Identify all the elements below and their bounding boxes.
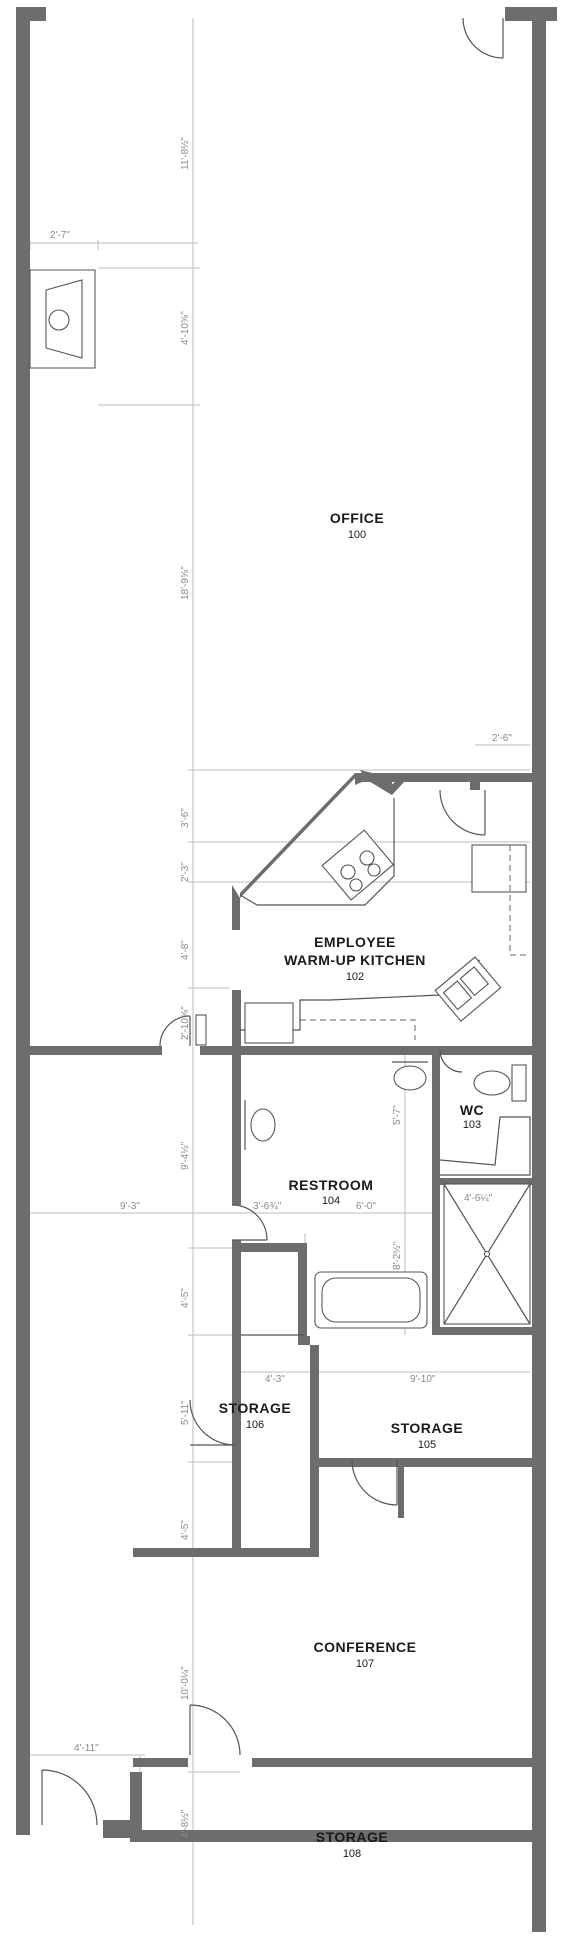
dim-3-6: 3'-6" [180, 808, 191, 828]
room-name-kitchen-line1: EMPLOYEE [314, 934, 396, 950]
dim-18-9: 18'-9⅝" [180, 566, 191, 600]
refrigerator [471, 844, 527, 893]
dim-4-6: 4'-6¼" [464, 1192, 493, 1204]
dim-9-3: 9'-3" [120, 1201, 140, 1212]
room-number-conference: 107 [356, 1658, 374, 1670]
dim-4-10: 4'-10⅝" [180, 311, 191, 345]
restroom-lavatory-2 [250, 1108, 276, 1142]
dim-4-11: 4'-11" [74, 1743, 99, 1754]
dim-10-0: 10'-0¼" [179, 1666, 191, 1700]
room-name-storage-108: STORAGE [316, 1829, 388, 1845]
dimension-labels: 11'-8½" 2'-7" 4'-10⅝" 18'-9⅝" 2'-6" 3'-6… [50, 136, 512, 1838]
room-name-restroom: RESTROOM [289, 1177, 374, 1193]
fixtures [29, 269, 531, 1336]
room-labels: OFFICE 100 EMPLOYEE WARM-UP KITCHEN 102 … [219, 510, 484, 1860]
dim-4-3: 4'-3" [265, 1374, 285, 1385]
dimension-lines [22, 18, 530, 1925]
room-number-storage-106: 106 [246, 1419, 264, 1431]
kitchen-sink [434, 956, 502, 1022]
dim-2-10: 2'-10⅝" [180, 1006, 191, 1040]
dim-4-5b: 4'-5" [180, 1520, 191, 1540]
room-number-storage-108: 108 [343, 1848, 361, 1860]
room-name-storage-106: STORAGE [219, 1400, 291, 1416]
walls [16, 7, 557, 1932]
dim-3-6b: 3'-6¾" [253, 1201, 282, 1212]
room-name-wc: WC [460, 1102, 484, 1118]
dim-2-7: 2'-7" [50, 230, 70, 241]
dim-4-5a: 4'-5" [180, 1288, 191, 1308]
dim-5-7: 5'-7" [392, 1105, 403, 1125]
room-name-storage-105: STORAGE [391, 1420, 463, 1436]
dim-9-10: 9'-10" [410, 1374, 436, 1385]
dim-6-0: 6'-0" [356, 1201, 376, 1212]
dim-9-4: 9'-4½" [180, 1141, 191, 1170]
room-name-conference: CONFERENCE [313, 1639, 416, 1655]
dim-4-8b: 4'-8½" [180, 1809, 191, 1838]
room-name-office: OFFICE [330, 510, 384, 526]
dim-4-8: 4'-8" [180, 940, 191, 960]
toilet [473, 1070, 511, 1096]
kitchen-range [321, 829, 395, 901]
dim-2-3: 2'-3" [180, 862, 191, 882]
room-name-kitchen-line2: WARM-UP KITCHEN [284, 952, 426, 968]
dim-8-2: 8'-2½" [392, 1241, 403, 1270]
room-number-storage-105: 105 [418, 1439, 436, 1451]
dim-11-8: 11'-8½" [180, 136, 191, 170]
dim-2-6: 2'-6" [492, 733, 512, 744]
restroom-lavatory-1 [393, 1065, 427, 1091]
dim-5-11: 5'-11" [180, 1400, 191, 1425]
doors [41, 17, 504, 1826]
room-number-kitchen: 102 [346, 971, 364, 983]
room-number-wc: 103 [463, 1119, 481, 1131]
room-number-office: 100 [348, 529, 366, 541]
room-number-restroom: 104 [322, 1195, 340, 1207]
